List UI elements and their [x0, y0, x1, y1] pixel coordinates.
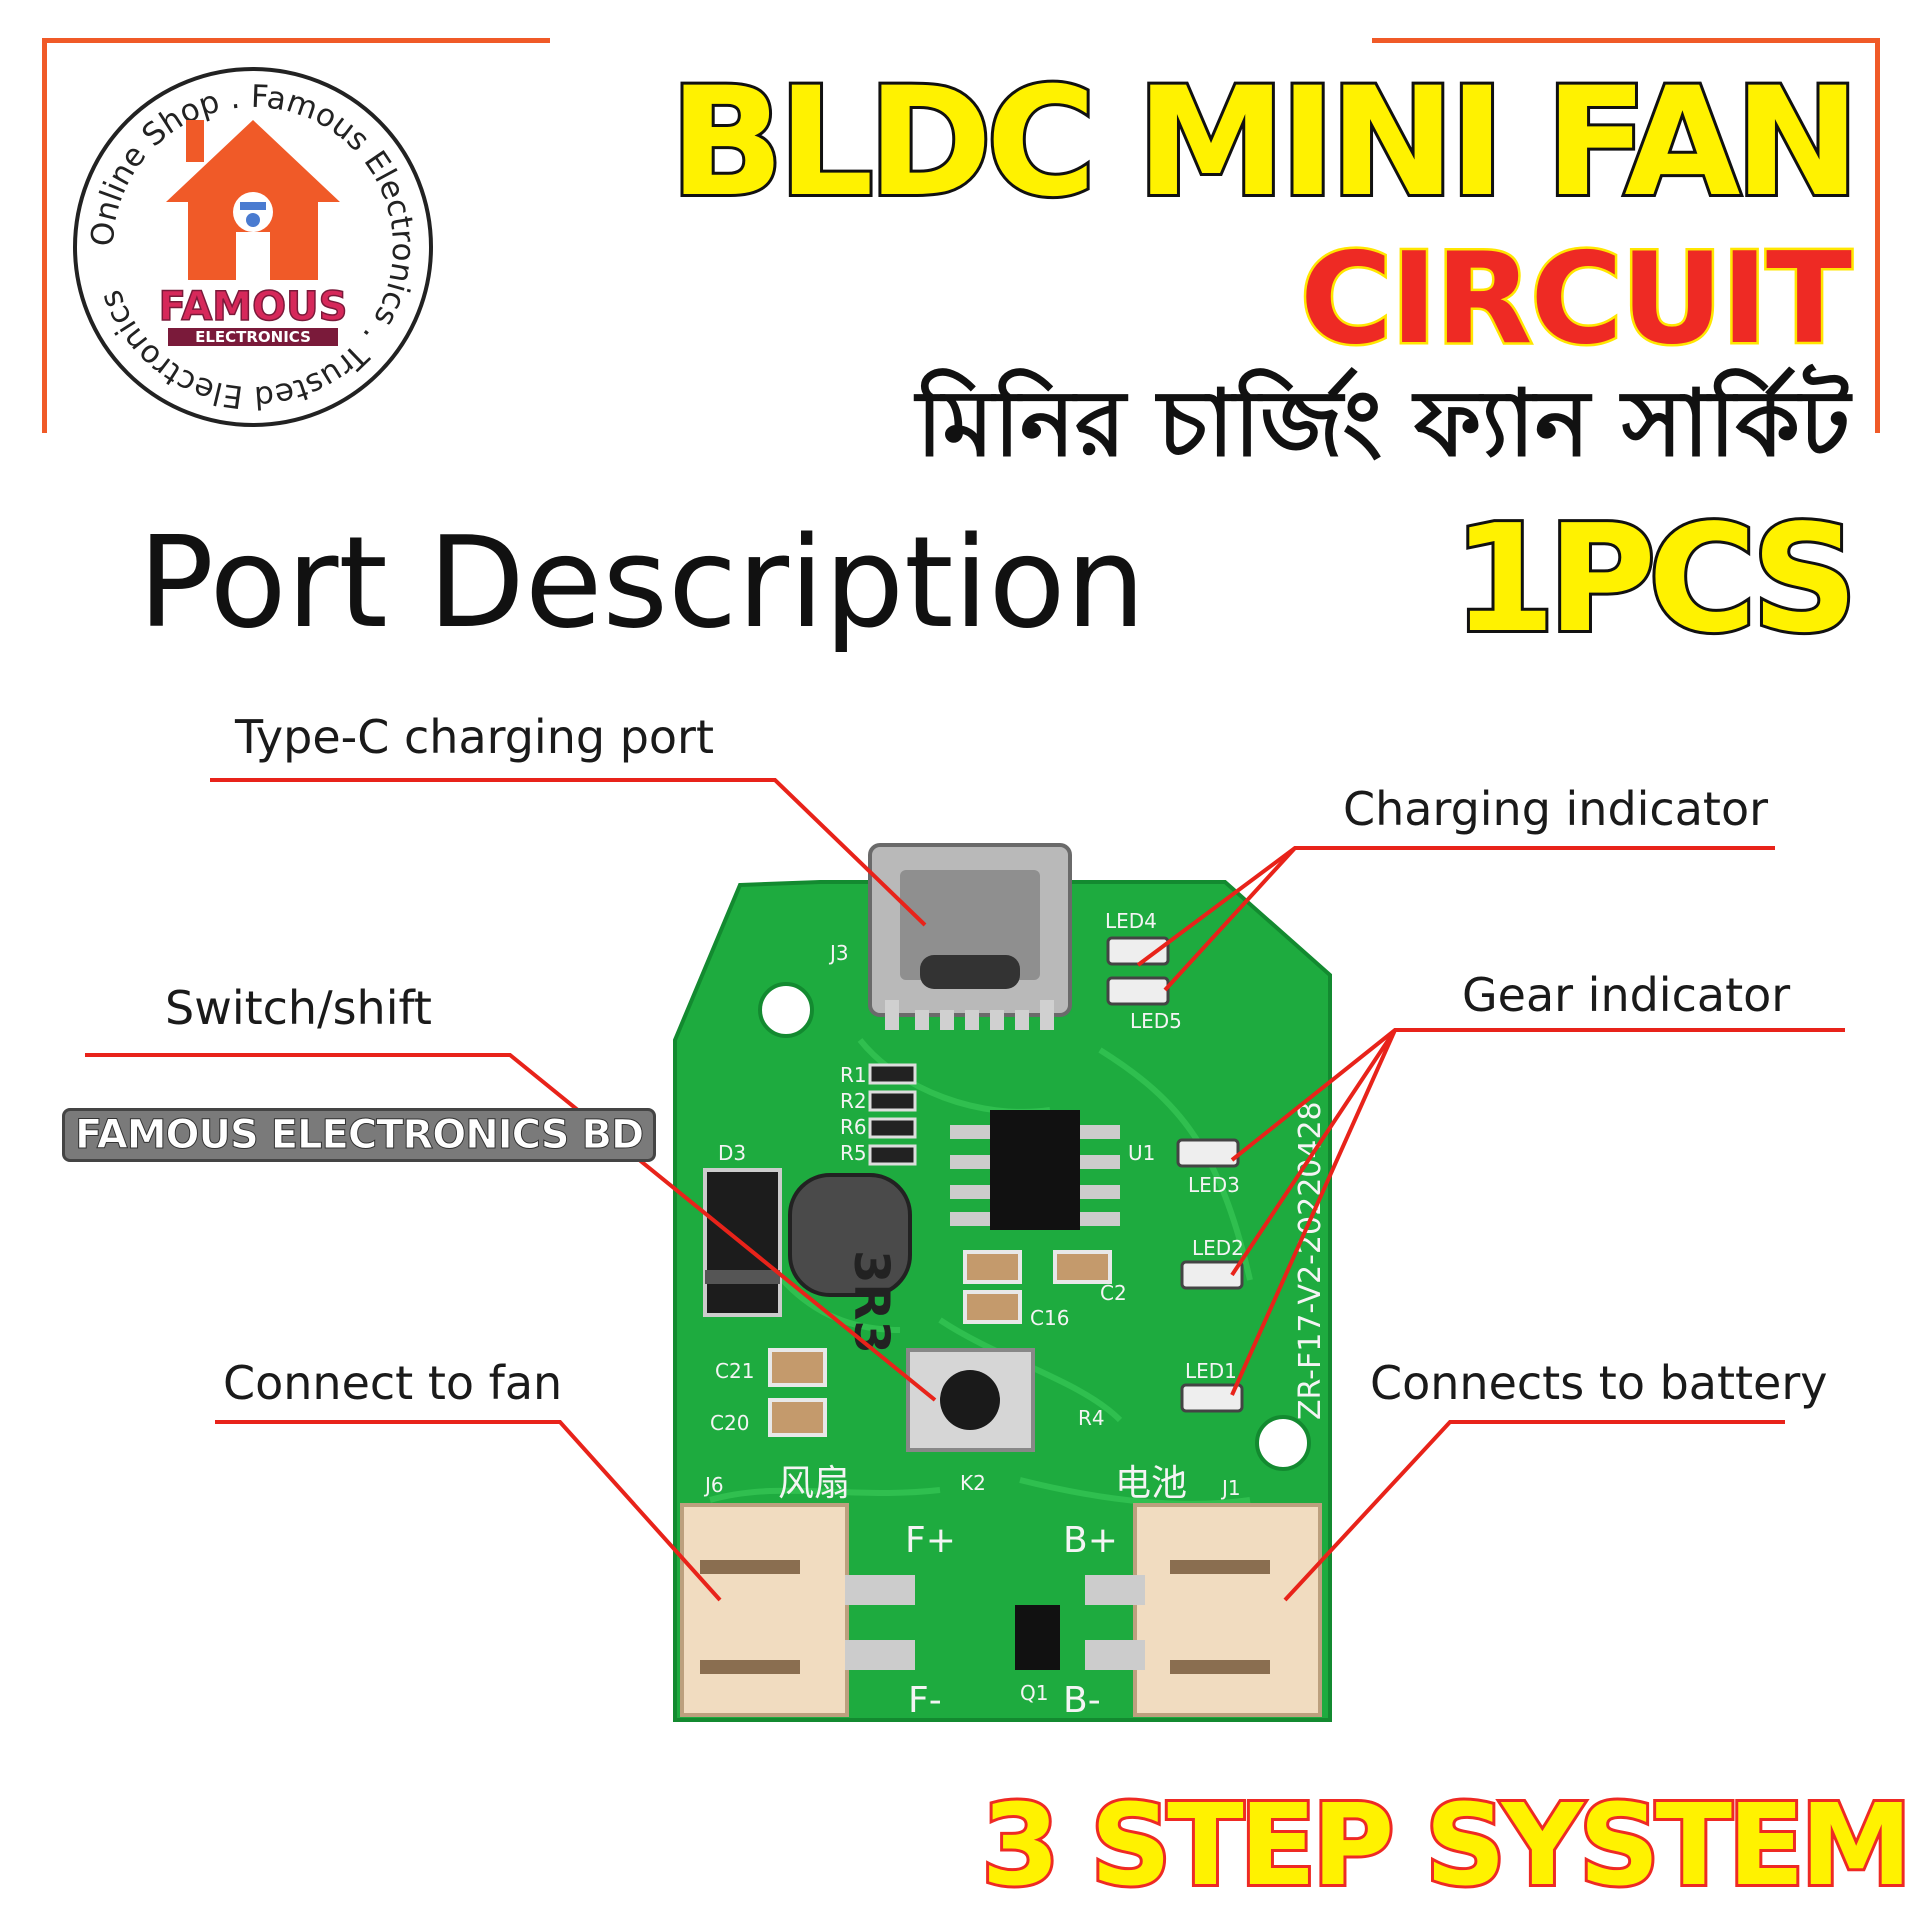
silk-c21: C21	[715, 1359, 754, 1383]
bottom-title: 3 STEP SYSTEM	[979, 1781, 1915, 1911]
silk-u1: U1	[1128, 1141, 1155, 1165]
silk-r6: R6	[840, 1115, 867, 1139]
frame-top-right	[1372, 38, 1880, 43]
silk-bminus: B-	[1063, 1680, 1101, 1721]
silk-bplus: B+	[1063, 1520, 1118, 1561]
silk-led4: LED4	[1105, 909, 1157, 933]
title-qty: 1PCS	[1450, 493, 1861, 665]
battery-connector	[1085, 1503, 1322, 1717]
silk-bat-cn: 电池	[1115, 1463, 1187, 1504]
silk-j-fan: J6	[703, 1473, 724, 1497]
ic-u1	[950, 1110, 1120, 1230]
silk-c16: C16	[1030, 1306, 1069, 1330]
house-icon	[166, 120, 340, 280]
frame-right	[1875, 38, 1880, 433]
silk-board: ZR-F17-V2-20220428	[1293, 1101, 1328, 1420]
shop-logo: Online Shop . Famous Electronics . Trust…	[68, 62, 438, 432]
title-line2: CIRCUIT	[1298, 225, 1855, 372]
silk-r5: R5	[840, 1141, 867, 1165]
silk-led2: LED2	[1192, 1236, 1244, 1260]
logo-brand-sub: ELECTRONICS	[195, 328, 311, 346]
silk-led3: LED3	[1188, 1173, 1240, 1197]
silk-r2: R2	[840, 1089, 867, 1113]
label-switch: Switch/shift	[165, 981, 432, 1035]
silk-led5: LED5	[1130, 1009, 1182, 1033]
silk-fplus: F+	[905, 1520, 956, 1561]
logo-brand: FAMOUS	[159, 284, 348, 330]
silk-r4: R4	[1078, 1406, 1105, 1430]
fan-connector	[680, 1503, 915, 1717]
silk-led1: LED1	[1185, 1359, 1237, 1383]
watermark: FAMOUS ELECTRONICS BD	[62, 1108, 657, 1162]
label-fan: Connect to fan	[223, 1356, 563, 1410]
label-typec: Type-C charging port	[235, 710, 714, 764]
port-description-heading: Port Description	[138, 509, 1146, 656]
label-battery: Connects to battery	[1370, 1356, 1828, 1410]
silk-j1: J1	[1220, 1476, 1241, 1500]
silk-d3: D3	[718, 1141, 746, 1165]
silk-r1: R1	[840, 1063, 867, 1087]
frame-top-left	[42, 38, 550, 43]
leader-lines	[85, 778, 1845, 1602]
switch-button	[906, 1348, 1035, 1452]
title-line1: BLDC MINI FAN	[667, 56, 1863, 230]
silk-inductor: 3R3	[843, 1250, 899, 1354]
silk-fminus: F-	[908, 1680, 942, 1721]
label-charging: Charging indicator	[1343, 782, 1769, 836]
silk-k2: K2	[960, 1471, 986, 1495]
silk-c20: C20	[710, 1411, 749, 1435]
title-bangla: মিনির চার্জিং ফ্যান সার্কিট	[916, 370, 1850, 477]
silk-q1: Q1	[1020, 1681, 1048, 1705]
label-gear: Gear indicator	[1462, 968, 1791, 1022]
silk-c2: C2	[1100, 1281, 1127, 1305]
silk-j3: J3	[828, 941, 849, 965]
silk-fan-cn: 风扇	[778, 1463, 850, 1504]
frame-left	[42, 38, 47, 433]
typec-port	[868, 843, 1072, 1030]
